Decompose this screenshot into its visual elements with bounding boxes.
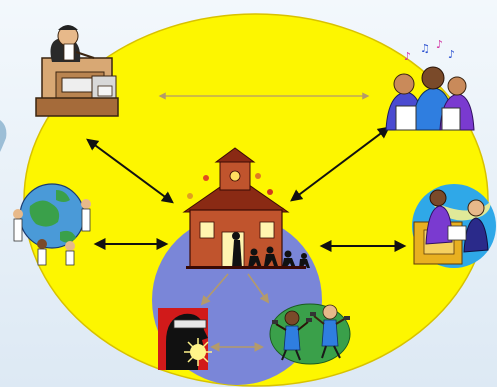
schoolhouse-with-children-icon xyxy=(182,147,310,269)
edge-fragment-icon xyxy=(0,120,7,152)
arrow-school-exercise xyxy=(247,273,270,304)
businessman-at-desk-icon xyxy=(35,25,119,117)
business-handshake-icon xyxy=(412,184,496,268)
arrow-office-school xyxy=(86,138,174,204)
svg-text:♪: ♪ xyxy=(448,48,455,61)
svg-text:♪: ♪ xyxy=(436,38,443,51)
profile-head-with-visor-icon xyxy=(158,308,212,370)
arrow-school-vrhead xyxy=(200,273,229,306)
singing-group-icon: ♪ ♫ ♪ ♪ xyxy=(385,38,475,131)
arrow-choir-school xyxy=(290,126,390,202)
people-around-globe-icon xyxy=(13,183,91,266)
people-exercising-icon xyxy=(269,303,351,365)
svg-text:♫: ♫ xyxy=(420,42,430,55)
arrows xyxy=(86,92,407,352)
svg-text:♪: ♪ xyxy=(404,50,411,63)
